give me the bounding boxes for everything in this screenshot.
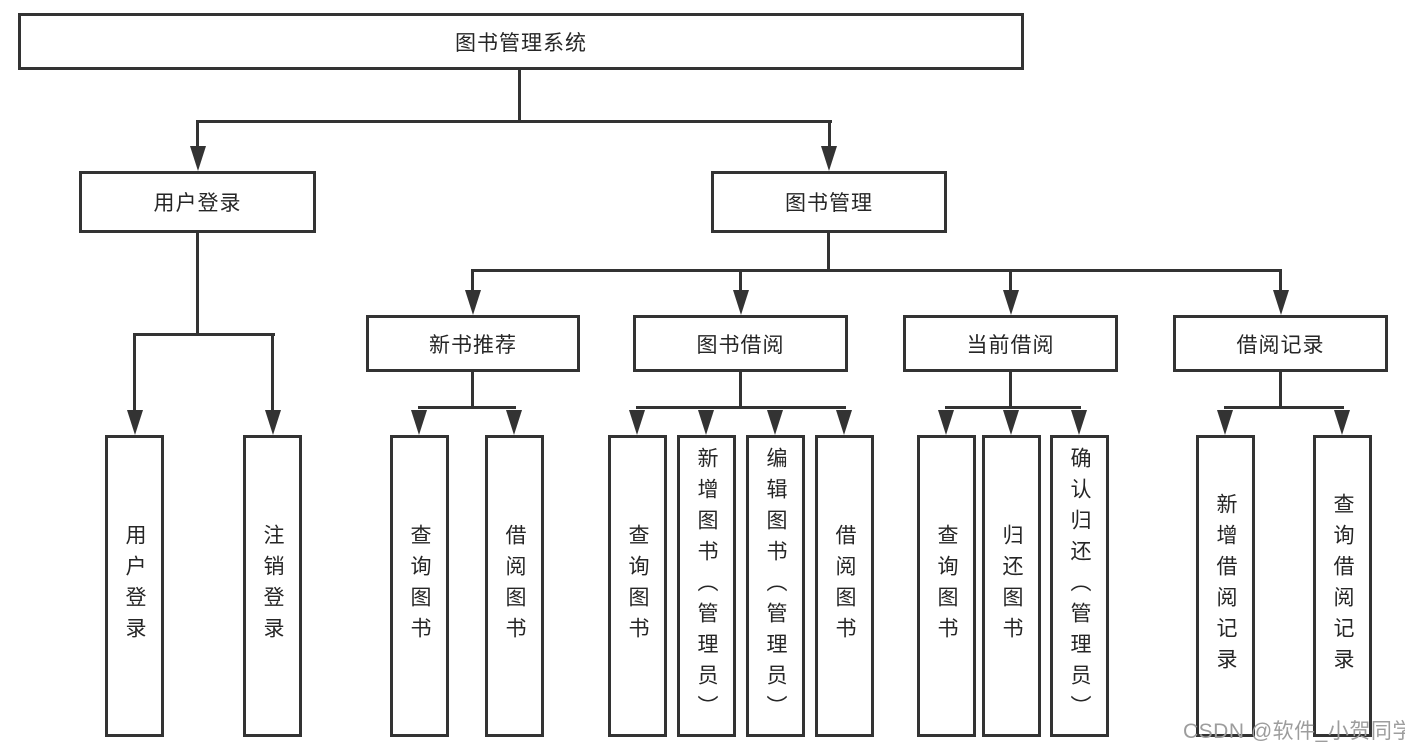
node-leaf-recommend-query-books: 查询图书 xyxy=(390,435,449,737)
node-leaf-edit-books-admin: 编辑图书（管理员） xyxy=(746,435,805,737)
node-root-label: 图书管理系统 xyxy=(455,31,587,55)
connector-line xyxy=(1279,372,1282,409)
connector-line xyxy=(1224,406,1344,409)
connector-line xyxy=(471,269,1282,272)
node-book-management: 图书管理 xyxy=(711,171,947,233)
node-leaf-add-borrow-record: 新增借阅记录 xyxy=(1196,435,1255,737)
connector-line xyxy=(1009,372,1012,409)
node-leaf-query-borrow-record: 查询借阅记录 xyxy=(1313,435,1372,737)
node-leaf-user-login: 用户登录 xyxy=(105,435,164,737)
connector-line xyxy=(828,123,831,148)
node-leaf-return-books: 归还图书 xyxy=(982,435,1041,737)
node-leaf-query-borrow-record-label: 查询借阅记录 xyxy=(1331,493,1354,679)
arrowhead-down-icon xyxy=(698,410,714,435)
connector-line xyxy=(196,233,199,336)
node-leaf-current-query-books: 查询图书 xyxy=(917,435,976,737)
connector-line xyxy=(1009,272,1012,291)
connector-line xyxy=(945,406,1081,409)
node-leaf-add-books-admin: 新增图书（管理员） xyxy=(677,435,736,737)
connector-line xyxy=(271,336,274,411)
node-book-management-label: 图书管理 xyxy=(785,192,873,215)
arrowhead-down-icon xyxy=(411,410,427,435)
node-leaf-add-borrow-record-label: 新增借阅记录 xyxy=(1214,493,1237,679)
arrowhead-down-icon xyxy=(1334,410,1350,435)
node-leaf-borrowing-borrow-books: 借阅图书 xyxy=(815,435,874,737)
arrowhead-down-icon xyxy=(465,290,481,315)
arrowhead-down-icon xyxy=(1071,410,1087,435)
connector-line xyxy=(471,372,474,409)
connector-line xyxy=(133,333,275,336)
node-current-borrowing: 当前借阅 xyxy=(903,315,1118,372)
connector-line xyxy=(739,372,742,409)
node-leaf-logout-label: 注销登录 xyxy=(261,524,284,648)
arrowhead-down-icon xyxy=(938,410,954,435)
node-leaf-confirm-return-admin-label: 确认归还（管理员） xyxy=(1068,446,1091,726)
node-leaf-edit-books-admin-label: 编辑图书（管理员） xyxy=(764,446,787,726)
node-new-book-recommend: 新书推荐 xyxy=(366,315,580,372)
node-borrowing-records-label: 借阅记录 xyxy=(1236,333,1325,357)
node-root: 图书管理系统 xyxy=(18,13,1024,70)
arrowhead-down-icon xyxy=(190,146,206,171)
node-leaf-user-login-label: 用户登录 xyxy=(123,524,146,648)
node-borrowing-records: 借阅记录 xyxy=(1173,315,1388,372)
connector-line xyxy=(418,406,516,409)
connector-line xyxy=(636,406,846,409)
node-leaf-borrowing-borrow-books-label: 借阅图书 xyxy=(833,524,856,648)
connector-line xyxy=(739,272,742,291)
node-book-borrowing-label: 图书借阅 xyxy=(696,333,785,357)
node-leaf-borrowing-query-books-label: 查询图书 xyxy=(626,524,649,648)
arrowhead-down-icon xyxy=(821,146,837,171)
node-leaf-borrowing-query-books: 查询图书 xyxy=(608,435,667,737)
arrowhead-down-icon xyxy=(836,410,852,435)
arrowhead-down-icon xyxy=(265,410,281,435)
node-user-login-group-label: 用户登录 xyxy=(153,192,242,215)
arrowhead-down-icon xyxy=(1273,290,1289,315)
connector-line xyxy=(133,336,136,411)
arrowhead-down-icon xyxy=(733,290,749,315)
arrowhead-down-icon xyxy=(629,410,645,435)
node-leaf-return-books-label: 归还图书 xyxy=(1000,524,1023,648)
arrowhead-down-icon xyxy=(1217,410,1233,435)
connector-line xyxy=(196,120,832,123)
arrowhead-down-icon xyxy=(127,410,143,435)
connector-line xyxy=(196,123,199,148)
arrowhead-down-icon xyxy=(1003,290,1019,315)
connector-line xyxy=(518,70,521,123)
node-user-login-group: 用户登录 xyxy=(79,171,316,233)
node-leaf-add-books-admin-label: 新增图书（管理员） xyxy=(695,446,718,726)
arrowhead-down-icon xyxy=(1003,410,1019,435)
node-new-book-recommend-label: 新书推荐 xyxy=(429,333,517,357)
connector-line xyxy=(827,233,830,272)
node-leaf-recommend-borrow-books: 借阅图书 xyxy=(485,435,544,737)
node-leaf-recommend-query-books-label: 查询图书 xyxy=(408,524,431,648)
connector-line xyxy=(1279,272,1282,291)
node-book-borrowing: 图书借阅 xyxy=(633,315,848,372)
node-leaf-recommend-borrow-books-label: 借阅图书 xyxy=(503,524,526,648)
node-leaf-current-query-books-label: 查询图书 xyxy=(935,524,958,648)
arrowhead-down-icon xyxy=(767,410,783,435)
node-current-borrowing-label: 当前借阅 xyxy=(966,333,1055,357)
arrowhead-down-icon xyxy=(506,410,522,435)
node-leaf-confirm-return-admin: 确认归还（管理员） xyxy=(1050,435,1109,737)
connector-line xyxy=(471,272,474,291)
csdn-watermark: CSDN @软件_小贺同学 xyxy=(1183,720,1405,743)
node-leaf-logout: 注销登录 xyxy=(243,435,302,737)
